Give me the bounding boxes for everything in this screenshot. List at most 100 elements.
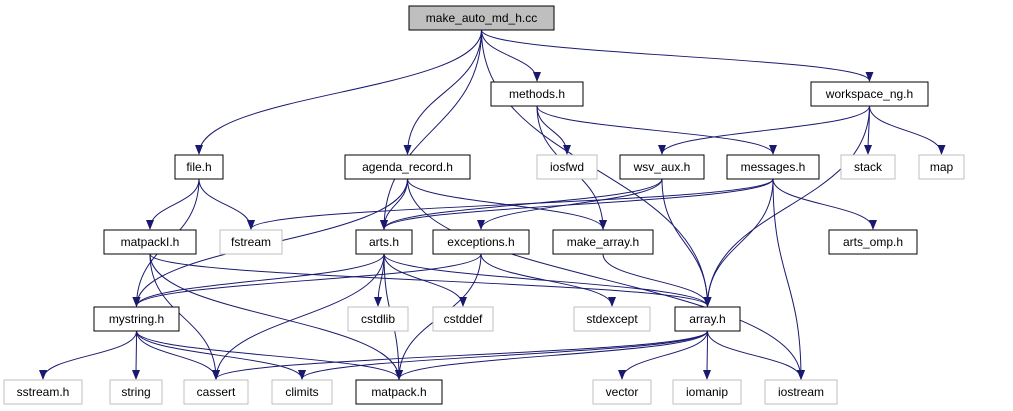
edge-exceptions-to-stdexcept <box>480 253 616 307</box>
node-map-box[interactable] <box>918 154 965 180</box>
node-fstream[interactable]: fstream <box>219 229 283 255</box>
node-makearray-box[interactable] <box>552 229 654 255</box>
edge-wsvaux-to-array <box>661 178 712 307</box>
node-wsvaux-box[interactable] <box>619 154 705 180</box>
node-workspace-box[interactable] <box>810 81 929 107</box>
node-agenda-label: agenda_record.h <box>362 160 453 174</box>
node-messages[interactable]: messages.h <box>726 154 820 180</box>
node-sstream[interactable]: sstream.h <box>3 379 83 405</box>
node-array[interactable]: array.h <box>674 306 741 332</box>
node-stack-box[interactable] <box>840 154 896 180</box>
edge-array-to-climits <box>298 330 708 380</box>
node-cstdlib-box[interactable] <box>347 306 409 332</box>
node-cassert[interactable]: cassert <box>183 379 249 405</box>
node-workspace[interactable]: workspace_ng.h <box>810 81 929 107</box>
node-stack[interactable]: stack <box>840 154 896 180</box>
edge-workspace-to-array <box>703 105 870 307</box>
edge-mystring-to-matpack <box>136 330 403 380</box>
node-methods-label: methods.h <box>509 87 565 101</box>
node-iostream-box[interactable] <box>764 379 838 405</box>
edge-file-to-fstream <box>198 178 255 230</box>
node-artsomp[interactable]: arts_omp.h <box>828 229 918 255</box>
node-string[interactable]: string <box>109 379 163 405</box>
node-iomanip-box[interactable] <box>672 379 742 405</box>
node-stdexcept[interactable]: stdexcept <box>573 306 651 332</box>
edge-root-to-methods <box>481 29 541 82</box>
node-messages-box[interactable] <box>726 154 820 180</box>
node-makearray[interactable]: make_array.h <box>552 229 654 255</box>
node-makearray-label: make_array.h <box>567 235 639 249</box>
node-root-box[interactable] <box>408 5 555 31</box>
node-vector[interactable]: vector <box>592 379 652 405</box>
edge-messages-to-artsomp <box>772 178 877 230</box>
node-exceptions-box[interactable] <box>432 229 530 255</box>
node-file[interactable]: file.h <box>174 154 224 180</box>
edge-root-to-agenda <box>403 29 482 155</box>
edge-mystring-to-string <box>132 330 141 380</box>
node-iomanip[interactable]: iomanip <box>672 379 742 405</box>
node-climits-box[interactable] <box>271 379 333 405</box>
node-stdexcept-box[interactable] <box>573 306 651 332</box>
edge-methods-to-messages <box>536 105 777 155</box>
node-wsvaux[interactable]: wsv_aux.h <box>619 154 705 180</box>
node-fstream-box[interactable] <box>219 229 283 255</box>
edge-array-to-iomanip <box>703 330 712 380</box>
node-cstddef[interactable]: cstddef <box>432 306 494 332</box>
node-matpackI[interactable]: matpackI.h <box>103 229 197 255</box>
node-matpack-box[interactable] <box>355 379 443 405</box>
node-agenda-box[interactable] <box>344 154 471 180</box>
node-matpackI-box[interactable] <box>103 229 197 255</box>
edge-file-to-matpackI <box>146 178 200 230</box>
node-file-box[interactable] <box>174 154 224 180</box>
node-exceptions-label: exceptions.h <box>447 235 514 249</box>
node-cstddef-box[interactable] <box>432 306 494 332</box>
edge-messages-to-arts <box>380 178 774 230</box>
edge-root-to-file <box>195 29 482 155</box>
node-fstream-label: fstream <box>231 235 271 249</box>
node-array-label: array.h <box>689 312 725 326</box>
node-sstream-box[interactable] <box>3 379 83 405</box>
node-climits-label: climits <box>285 385 318 399</box>
node-wsvaux-label: wsv_aux.h <box>633 160 691 174</box>
node-iosfwd[interactable]: iosfwd <box>536 154 598 180</box>
node-root-label: make_auto_md_h.cc <box>426 11 537 25</box>
node-vector-box[interactable] <box>592 379 652 405</box>
node-string-box[interactable] <box>109 379 163 405</box>
edge-array-to-matpack <box>395 330 708 380</box>
node-mystring-box[interactable] <box>93 306 180 332</box>
node-arts[interactable]: arts.h <box>355 229 413 255</box>
node-iosfwd-box[interactable] <box>536 154 598 180</box>
edge-agenda-to-arts <box>380 178 408 230</box>
node-iostream[interactable]: iostream <box>764 379 838 405</box>
node-cstdlib[interactable]: cstdlib <box>347 306 409 332</box>
node-climits[interactable]: climits <box>271 379 333 405</box>
node-arts-box[interactable] <box>355 229 413 255</box>
node-exceptions[interactable]: exceptions.h <box>432 229 530 255</box>
node-methods[interactable]: methods.h <box>490 81 584 107</box>
node-agenda[interactable]: agenda_record.h <box>344 154 471 180</box>
node-matpack[interactable]: matpack.h <box>355 379 443 405</box>
node-stdexcept-label: stdexcept <box>586 312 638 326</box>
node-vector-label: vector <box>606 385 639 399</box>
node-root[interactable]: make_auto_md_h.cc <box>408 5 555 31</box>
edge-root-to-workspace <box>481 29 874 82</box>
edges-layer <box>39 29 946 380</box>
node-artsomp-box[interactable] <box>828 229 918 255</box>
edge-arts-to-cstddef <box>383 253 467 307</box>
node-mystring[interactable]: mystring.h <box>93 306 180 332</box>
edge-wsvaux-to-arts <box>380 178 663 230</box>
edge-root-to-arts <box>380 29 482 230</box>
node-array-box[interactable] <box>674 306 741 332</box>
node-stack-label: stack <box>854 160 883 174</box>
node-file-label: file.h <box>186 160 211 174</box>
node-sstream-label: sstream.h <box>17 385 70 399</box>
edge-wsvaux-to-exceptions <box>477 178 663 230</box>
node-matpack-label: matpack.h <box>371 385 426 399</box>
node-methods-box[interactable] <box>490 81 584 107</box>
edge-mystring-to-cassert <box>136 330 220 380</box>
edge-workspace-to-map <box>869 105 946 155</box>
node-workspace-label: workspace_ng.h <box>825 87 913 101</box>
node-cassert-box[interactable] <box>183 379 249 405</box>
node-map[interactable]: map <box>918 154 965 180</box>
